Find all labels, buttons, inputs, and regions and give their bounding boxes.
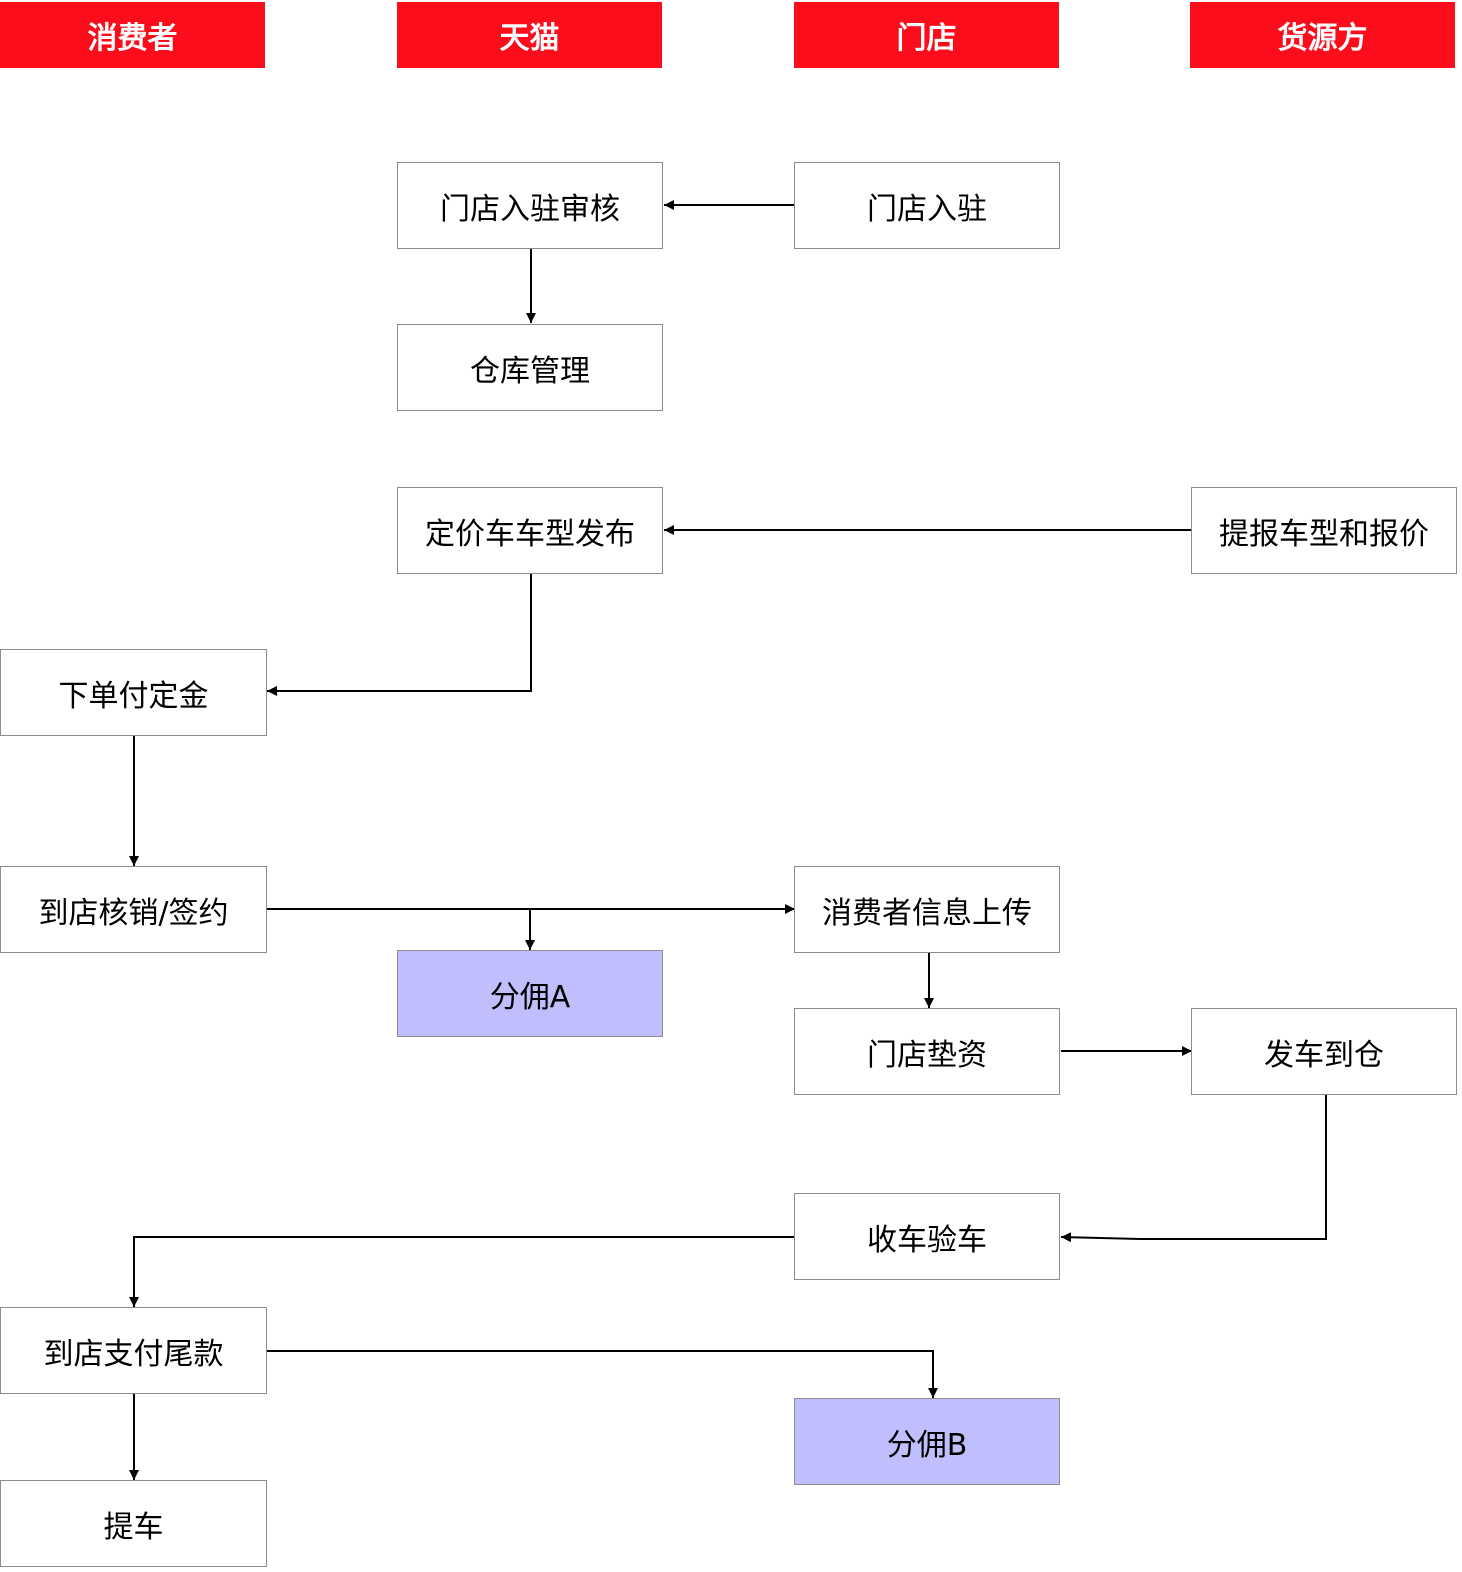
node-deposit: 下单付定金: [0, 649, 267, 736]
node-final-pay: 到店支付尾款: [0, 1307, 267, 1394]
node-commission-a: 分佣A: [397, 950, 663, 1037]
node-receive: 收车验车: [794, 1193, 1060, 1280]
edge-receive-to-final-pay: [129, 1236, 795, 1307]
node-store-join: 门店入驻: [794, 162, 1060, 249]
node-store-advance: 门店垫资: [794, 1008, 1060, 1095]
node-commission-b: 分佣B: [794, 1398, 1060, 1485]
edge-price-publish-to-deposit: [267, 573, 532, 696]
node-pickup: 提车: [0, 1480, 267, 1567]
node-price-publish: 定价车车型发布: [397, 487, 663, 574]
node-store-review: 门店入驻审核: [397, 162, 663, 249]
edge-final-pay-to-commission-b: [267, 1350, 938, 1398]
lane-header-supplier: 货源方: [1190, 2, 1455, 68]
lane-header-store: 门店: [794, 2, 1059, 68]
lane-header-consumer: 消费者: [0, 2, 265, 68]
node-ship: 发车到仓: [1191, 1008, 1457, 1095]
node-warehouse: 仓库管理: [397, 324, 663, 411]
node-quote: 提报车型和报价: [1191, 487, 1457, 574]
edge-ship-to-receive: [1060, 1094, 1327, 1243]
lane-header-tmall: 天猫: [397, 2, 662, 68]
node-verify-sign: 到店核销/签约: [0, 866, 267, 953]
node-info-upload: 消费者信息上传: [794, 866, 1060, 953]
